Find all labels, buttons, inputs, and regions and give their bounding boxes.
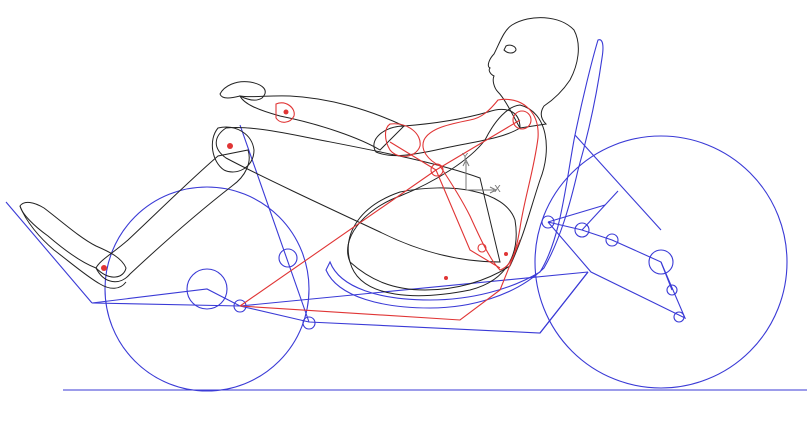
rear-hub-center (574, 222, 590, 238)
seat (325, 39, 604, 309)
rear-wheel (534, 135, 788, 389)
rider-foot (19, 201, 127, 278)
rider-outline (19, 17, 579, 297)
joint-heel (444, 276, 448, 280)
joint-knee (227, 143, 233, 149)
joint-elbow (430, 163, 444, 177)
joint-sitbone (504, 252, 508, 256)
rear-wheel-hub (648, 249, 674, 275)
swingarm-pivot (541, 215, 555, 229)
joint-shoulder (512, 110, 532, 130)
coordinate-axes: Y X (461, 152, 501, 195)
rider-ear (503, 44, 517, 54)
rider-head (487, 17, 579, 129)
rider-leg-bones (239, 169, 501, 307)
rider-knee-joint (275, 102, 295, 123)
joint-wrist (283, 109, 289, 115)
rider-skeleton (239, 98, 539, 321)
y-axis-label: Y (461, 152, 469, 163)
rider-arm-bones (239, 239, 521, 321)
rider-shoulder (384, 123, 421, 157)
rider-hip (347, 187, 517, 297)
x-axis-label: X (494, 184, 501, 195)
rider-spine-outline (422, 98, 539, 271)
rider-thigh (215, 127, 501, 263)
linkage-pivot (605, 233, 619, 247)
front-wheel-hub (186, 268, 228, 310)
bottom-pivot (302, 316, 316, 330)
rear-swingarm (547, 134, 687, 320)
rider-forearm (239, 95, 405, 151)
front-wheel (104, 186, 310, 392)
joint-ankle (101, 265, 107, 271)
frame (5, 124, 589, 334)
rider-shin (95, 149, 250, 283)
chainring (278, 248, 298, 268)
rider-upper-arm (373, 108, 521, 157)
rider-shoe (19, 205, 127, 289)
rider-torso (347, 104, 547, 291)
rider-knee (211, 126, 255, 173)
shock-mount (666, 284, 678, 296)
shock-end (673, 311, 685, 323)
rider-hand (219, 81, 266, 101)
joint-hip (477, 243, 487, 253)
